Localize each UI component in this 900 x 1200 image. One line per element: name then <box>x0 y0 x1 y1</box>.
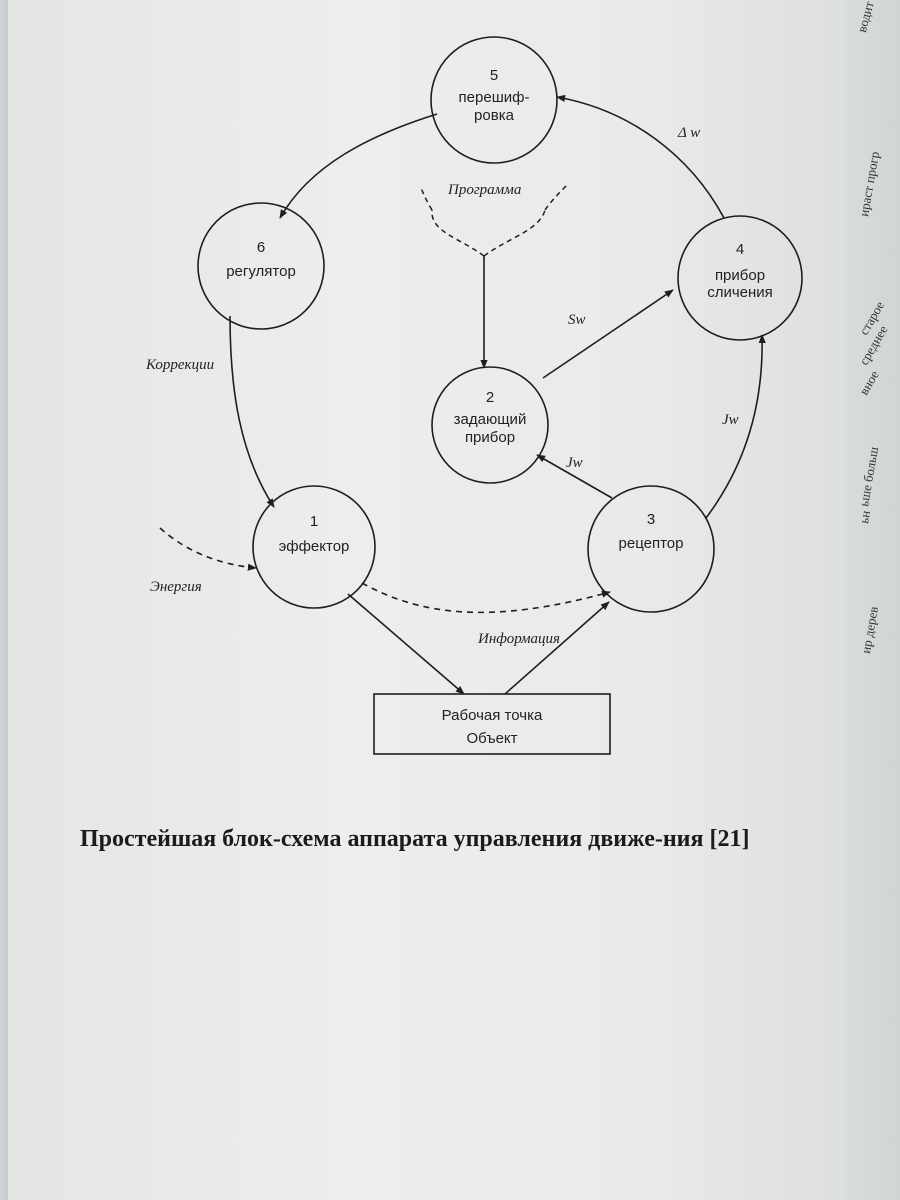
node-label: прибор <box>465 429 515 446</box>
node-2: 2 задающий прибор <box>431 366 549 484</box>
label-korrektsii: Коррекции <box>145 357 214 373</box>
node-number: 5 <box>490 67 498 84</box>
node-number: 4 <box>736 241 744 258</box>
arrow-6-to-1 <box>229 315 275 508</box>
object-label: Объект <box>466 730 517 747</box>
node-number: 6 <box>257 239 265 256</box>
label-energiya: Энергия <box>150 579 202 595</box>
node-5: 5 перешиф- ровка <box>430 36 558 164</box>
block-diagram: 5 перешиф- ровка 6 регулятор 4 прибор сл… <box>145 36 803 755</box>
node-label: прибор <box>715 267 765 284</box>
program-input-lines <box>420 183 569 257</box>
label-jw-right: Jw <box>722 412 739 428</box>
node-number: 2 <box>486 389 494 406</box>
label-jw-mid: Jw <box>566 455 583 471</box>
label-delta-w: Δ w <box>677 125 700 141</box>
node-label: сличения <box>707 284 773 301</box>
node-3: 3 рецептор <box>587 485 715 613</box>
node-6: 6 регулятор <box>197 202 325 330</box>
arrow-5-to-6 <box>279 113 438 219</box>
arrow-2-to-4 <box>542 289 674 379</box>
node-4: 4 прибор сличения <box>677 215 803 341</box>
adjacent-page-edge: водит ираст прогр старое среднее вное ьш… <box>846 0 900 1200</box>
node-1: 1 эффектор <box>252 485 376 609</box>
arrow-energy-to-1 <box>159 527 257 571</box>
arrow-3-to-4 <box>705 334 766 519</box>
object-box: Рабочая точка Объект <box>373 693 611 755</box>
node-label: перешиф- <box>459 89 530 106</box>
book-page <box>8 0 850 1200</box>
arrow-1-to-object <box>347 593 465 695</box>
node-number: 1 <box>310 513 318 530</box>
arrow-4-to-5 <box>556 94 725 219</box>
node-label: эффектор <box>279 538 350 555</box>
arrow-object-to-3 <box>504 601 610 695</box>
arrow-3-to-2 <box>536 454 613 499</box>
object-label: Рабочая точка <box>442 707 543 724</box>
node-label: рецептор <box>619 535 684 552</box>
label-sw: Sw <box>568 312 586 328</box>
label-programma: Программа <box>447 182 521 198</box>
label-informatsiya: Информация <box>477 631 560 647</box>
node-label: ровка <box>474 107 515 124</box>
arrow-information-1-to-3 <box>361 582 611 614</box>
figure-caption: Простейшая блок-схема аппарата управлени… <box>80 826 750 852</box>
node-label: задающий <box>454 411 527 428</box>
node-number: 3 <box>647 511 655 528</box>
node-label: регулятор <box>226 263 296 280</box>
